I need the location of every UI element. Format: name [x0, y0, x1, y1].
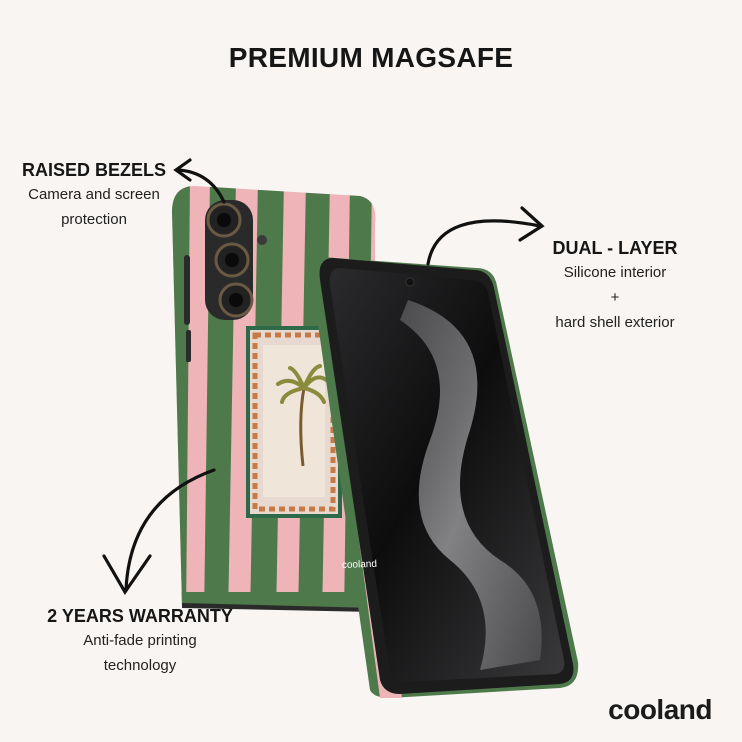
arrowhead-layer [518, 206, 545, 242]
page-title: PREMIUM MAGSAFE [228, 42, 514, 73]
feature-text: Camera and screen [28, 186, 160, 203]
feature-heading: RAISED BEZELS [21, 160, 167, 180]
feature-warranty: 2 YEARS WARRANTY Anti-fade printing tech… [30, 604, 250, 678]
feature-text: technology [103, 657, 177, 674]
feature-text: + [610, 289, 620, 306]
feature-text: hard shell exterior [555, 314, 675, 331]
case-brand-label: cooland [342, 559, 377, 571]
arrow-bezels [176, 168, 226, 204]
feature-dual-layer: DUAL - LAYER Silicone interior + hard sh… [540, 236, 690, 335]
arrowhead-bezels [173, 158, 192, 182]
arrows [102, 158, 545, 595]
camera-module [205, 200, 267, 320]
feature-raised-bezels: RAISED BEZELS Camera and screen protecti… [20, 158, 168, 232]
arrow-warranty [124, 468, 216, 592]
feature-text: protection [61, 211, 127, 228]
feature-heading: 2 YEARS WARRANTY [47, 606, 233, 626]
feature-heading: DUAL - LAYER [552, 238, 678, 258]
feature-text: Silicone interior [563, 264, 667, 281]
front-case [311, 257, 579, 698]
arrowhead-warranty [102, 554, 152, 595]
arrow-layer [426, 219, 542, 266]
brand-logo: cooland [608, 694, 712, 725]
feature-text: Anti-fade printing [83, 632, 197, 649]
